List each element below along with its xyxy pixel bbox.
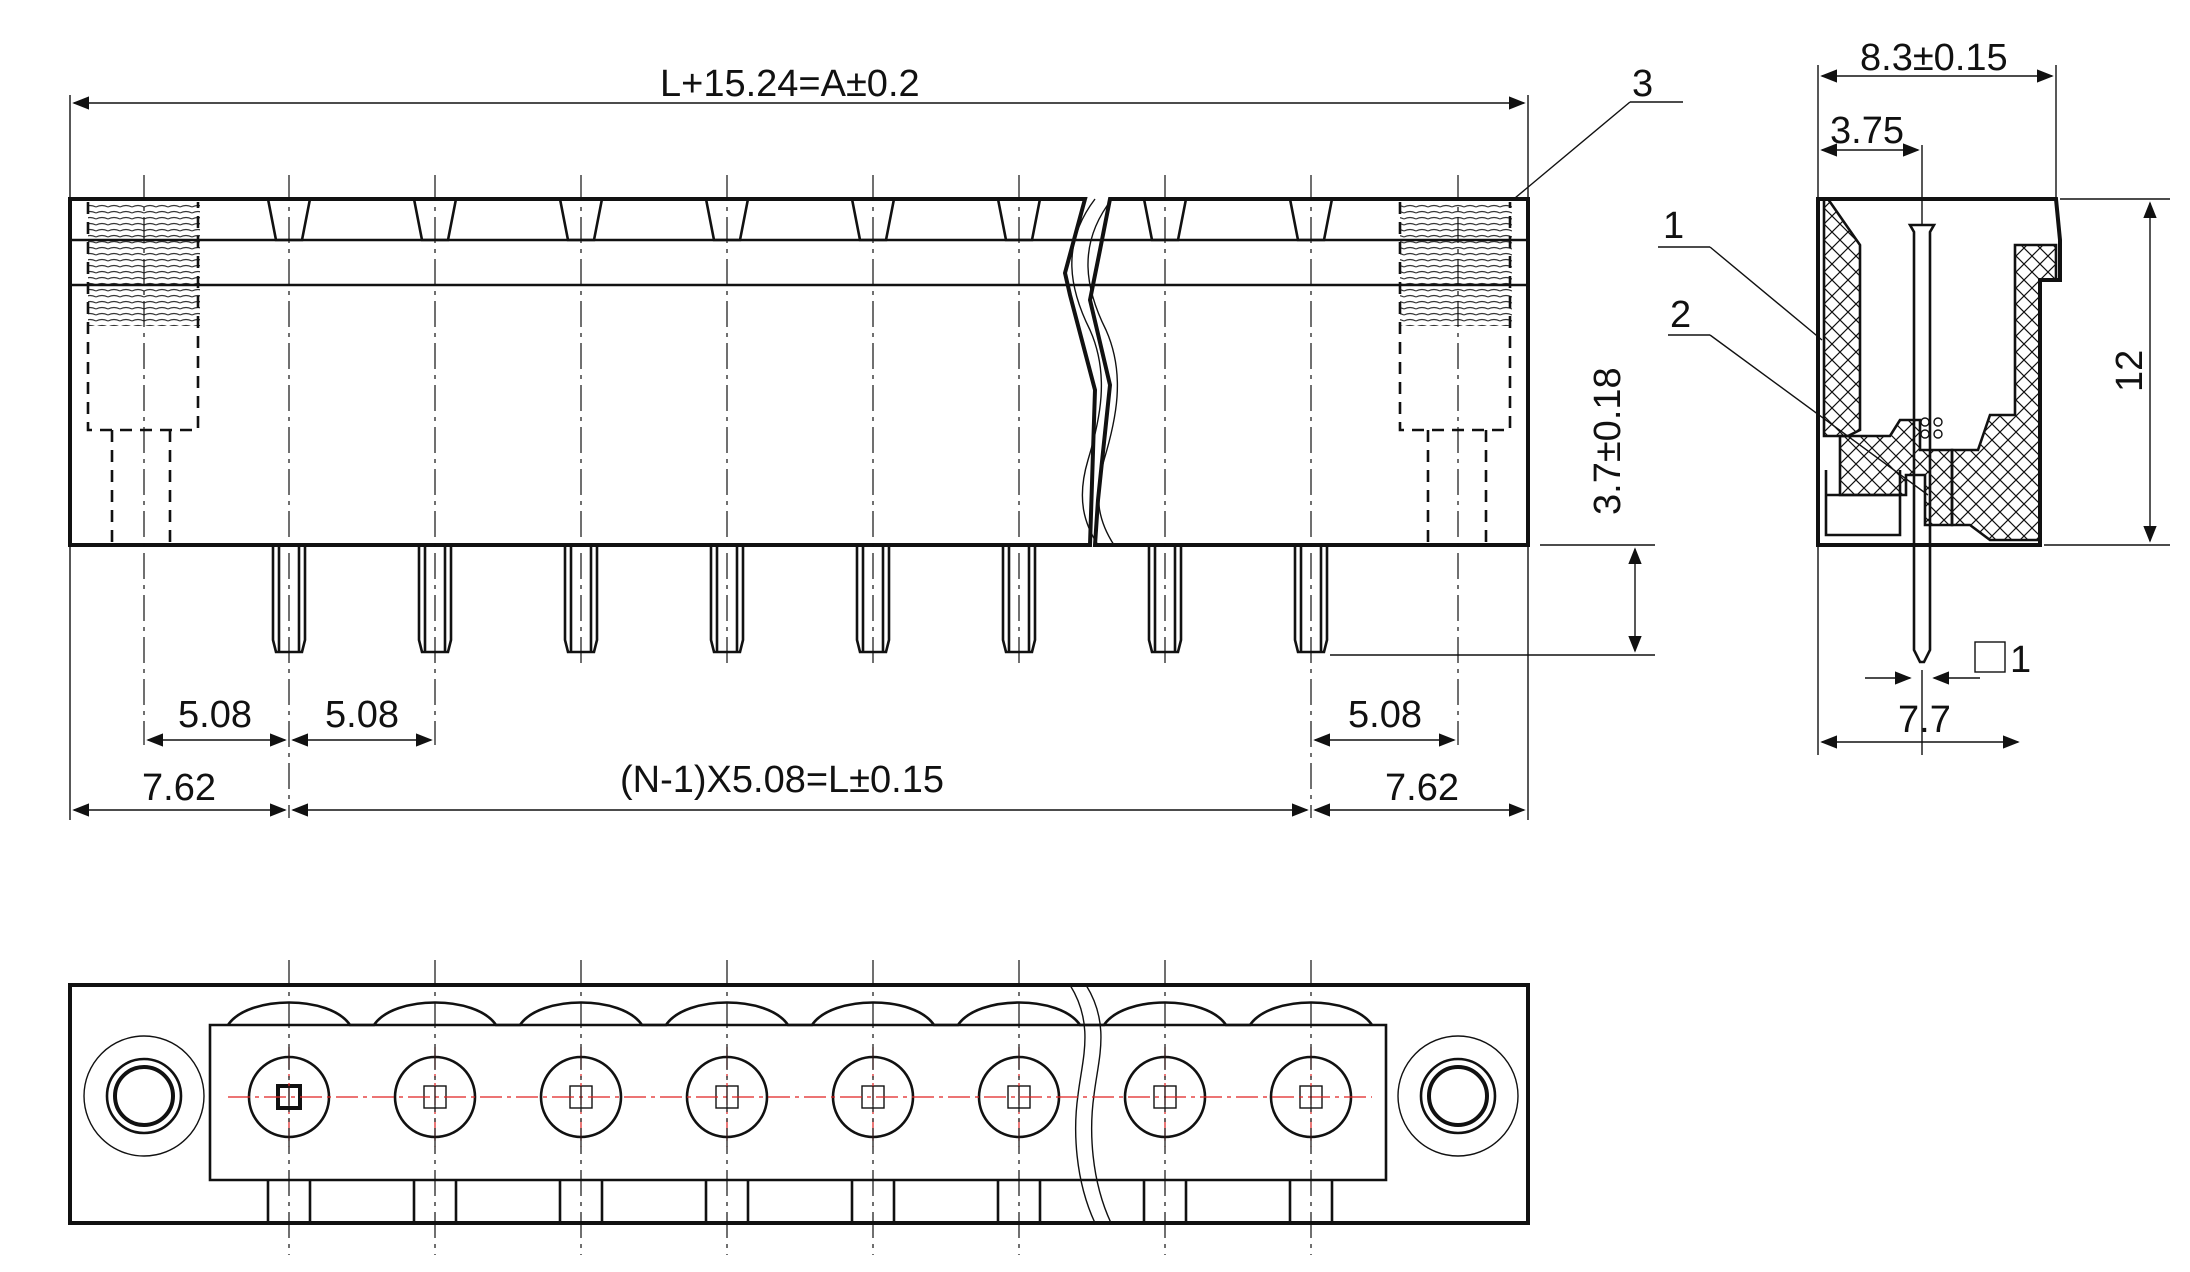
right-knurl-inner bbox=[1427, 1065, 1489, 1127]
mounting-holes bbox=[83, 1035, 1519, 1157]
side-width-label: 8.3±0.15 bbox=[1860, 37, 2008, 79]
side-contact-3 bbox=[1920, 429, 1930, 439]
right-knurl-outer bbox=[1397, 1035, 1519, 1157]
right-hidden-screw bbox=[1398, 202, 1512, 545]
bottom-outline bbox=[68, 983, 1530, 1225]
front-view bbox=[68, 175, 1530, 818]
side-height-label: 12 bbox=[2109, 350, 2151, 392]
front-centerlines bbox=[143, 175, 1459, 818]
side-hatched-base bbox=[1838, 418, 1954, 527]
callout-1-label: 1 bbox=[1663, 205, 1684, 247]
side-contact-2 bbox=[1933, 417, 1943, 427]
front-wave-break bbox=[1071, 198, 1119, 546]
pitch-total-label: (N-1)X5.08=L±0.15 bbox=[620, 759, 944, 801]
front-pins bbox=[271, 545, 1329, 654]
side-pin bbox=[1907, 223, 1937, 664]
left-knurl-mid bbox=[105, 1057, 183, 1135]
edge-right-label: 7.62 bbox=[1385, 767, 1459, 809]
overall-length-label: L+15.24=A±0.2 bbox=[660, 63, 920, 105]
side-view bbox=[1816, 197, 2062, 664]
right-knurl-mid bbox=[1419, 1057, 1497, 1135]
side-base-channel bbox=[1824, 470, 1902, 537]
side-contact-1 bbox=[1920, 417, 1930, 427]
bottom-pin-tabs bbox=[266, 1180, 1334, 1223]
side-offset-label: 3.75 bbox=[1830, 110, 1904, 152]
left-hidden-screw bbox=[86, 202, 200, 545]
front-dimensions: L+15.24=A±0.2 7.62 (N-1)X5.08=L±0.15 7.6… bbox=[69, 63, 1683, 820]
edge-left-label: 7.62 bbox=[142, 767, 216, 809]
bottom-wave-left bbox=[1069, 984, 1096, 1224]
bottom-view bbox=[68, 960, 1530, 1255]
left-knurl-inner bbox=[113, 1065, 175, 1127]
pitch-right-label: 5.08 bbox=[1348, 694, 1422, 736]
pin-square-symbol bbox=[1974, 641, 2006, 673]
bottom-centerlines bbox=[288, 960, 1312, 1255]
front-housing-left bbox=[68, 197, 1098, 547]
side-dimensions: 8.3±0.15 3.75 12 7.7 1 1 2 bbox=[1658, 37, 2170, 755]
callout-2-label: 2 bbox=[1670, 294, 1691, 336]
side-contact-4 bbox=[1933, 429, 1943, 439]
side-hatched-left bbox=[1822, 197, 1862, 438]
side-base-label: 7.7 bbox=[1898, 699, 1951, 741]
pin-length-label: 3.7±0.18 bbox=[1587, 367, 1629, 515]
side-hatched-right bbox=[1950, 243, 2058, 542]
bottom-inner-outline bbox=[208, 1023, 1388, 1182]
callout-3-label: 3 bbox=[1632, 63, 1653, 105]
right-thread-pattern bbox=[1400, 202, 1512, 326]
bottom-wave-right bbox=[1085, 984, 1112, 1224]
front-top-slots bbox=[266, 198, 1334, 242]
pin-square-label: 1 bbox=[2010, 639, 2031, 681]
left-knurl-outer bbox=[83, 1035, 205, 1157]
bottom-arches bbox=[226, 1001, 1374, 1027]
pitch-left-2-label: 5.08 bbox=[325, 694, 399, 736]
pitch-left-1-label: 5.08 bbox=[178, 694, 252, 736]
